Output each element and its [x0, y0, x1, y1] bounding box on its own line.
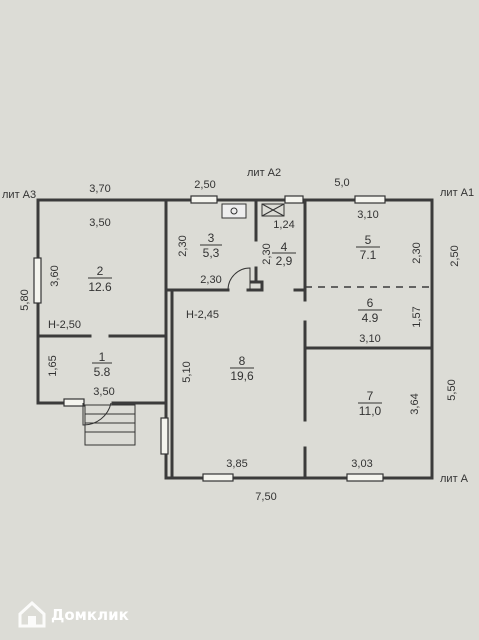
marker-lit-a3: лит А3	[2, 189, 36, 201]
windows	[33, 195, 386, 482]
doors	[82, 267, 251, 426]
dim-bottom-right: 3,03	[351, 458, 372, 470]
room-4-number: 4	[281, 240, 288, 254]
height-label-2: Н-2,45	[186, 309, 219, 321]
dim-r4-side: 2,30	[261, 243, 273, 264]
room-3-area: 5,3	[203, 246, 220, 260]
dim-r5-top: 3,10	[357, 209, 378, 221]
dim-r1-bottom: 3,50	[93, 386, 114, 398]
dim-r6-side: 1,57	[411, 306, 423, 327]
dim-left-total: 5,80	[19, 289, 31, 310]
dim-top-a3: 3,70	[89, 183, 110, 195]
room-5-number: 5	[365, 233, 372, 247]
dim-r6-bottom: 3,10	[359, 333, 380, 345]
domclick-logo-icon	[18, 600, 46, 628]
area-bars	[88, 244, 382, 404]
sink-icon	[221, 203, 247, 219]
room-8-area: 19,6	[230, 369, 254, 383]
dim-r1-side: 1,65	[47, 355, 59, 376]
room-4-area: 2,9	[276, 254, 293, 268]
dim-r4-top: 1,24	[273, 219, 294, 231]
walls	[36, 198, 434, 480]
dim-bottom-left: 3,85	[226, 458, 247, 470]
dim-r3-bottom: 2,30	[200, 274, 221, 286]
porch-steps	[84, 404, 136, 446]
dim-r7-side: 3,64	[409, 393, 421, 414]
dim-r2-top: 3,50	[89, 217, 110, 229]
room-6-number: 6	[367, 296, 374, 310]
dim-top-right: 5,0	[334, 177, 349, 189]
dim-right-top: 2,50	[449, 245, 461, 266]
dim-top-mid: 2,50	[194, 179, 215, 191]
height-label-1: Н-2,50	[48, 319, 81, 331]
heater-icon	[261, 203, 285, 217]
room-2-area: 12.6	[88, 280, 112, 294]
room-1-area: 5.8	[94, 365, 111, 379]
dim-r5-side: 2,30	[411, 242, 423, 263]
watermark-brand: Домклик	[51, 606, 129, 624]
dim-right-bottom: 5,50	[446, 379, 458, 400]
marker-lit-a2: лит А2	[247, 167, 281, 179]
marker-lit-a1: лит А1	[440, 187, 474, 199]
room-2-number: 2	[97, 264, 104, 278]
dim-bottom-total: 7,50	[255, 491, 276, 503]
room-5-area: 7.1	[360, 248, 377, 262]
dim-r8-side: 5,10	[181, 361, 193, 382]
room-7-area: 11,0	[359, 404, 382, 418]
room-6-area: 4.9	[362, 311, 379, 325]
room-8-number: 8	[239, 354, 246, 368]
marker-lit-a: лит А	[440, 473, 469, 485]
room-3-number: 3	[208, 231, 215, 245]
dim-r2-side: 3,60	[49, 265, 61, 286]
room-7-number: 7	[367, 389, 374, 403]
room-1-number: 1	[99, 350, 106, 364]
dim-r3-side: 2,30	[177, 235, 189, 256]
